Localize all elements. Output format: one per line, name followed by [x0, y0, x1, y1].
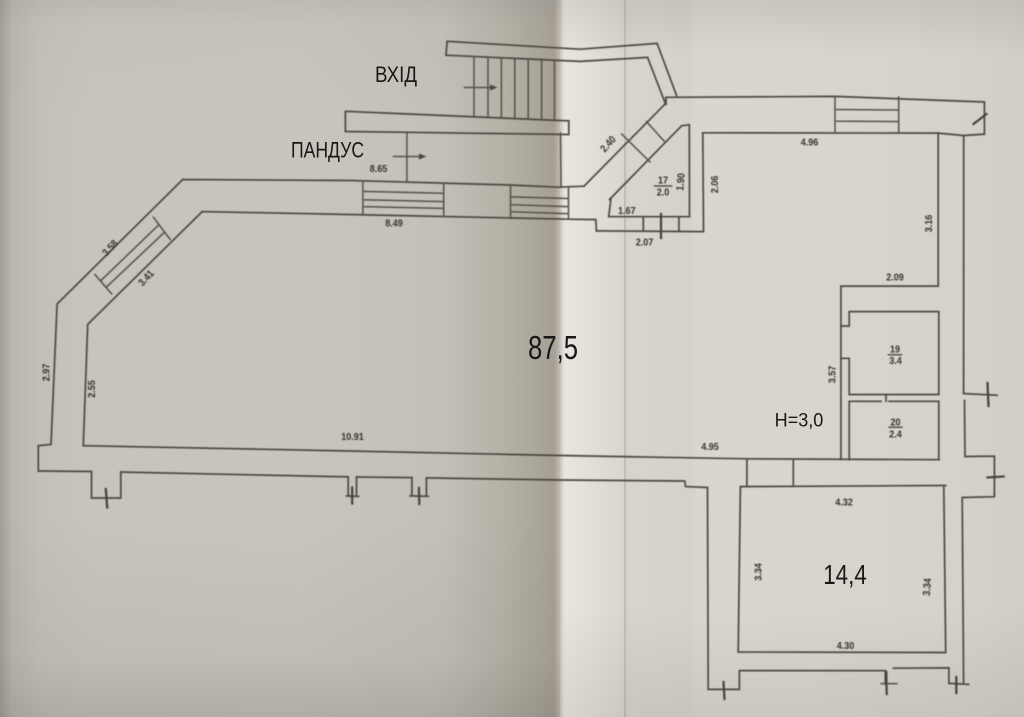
svg-text:3.34: 3.34: [753, 563, 765, 581]
svg-text:3.4: 3.4: [889, 355, 902, 367]
svg-text:4.95: 4.95: [701, 441, 719, 453]
svg-text:ВХІД: ВХІД: [375, 64, 417, 88]
svg-text:17: 17: [658, 175, 669, 187]
svg-text:1.67: 1.67: [618, 205, 636, 217]
svg-text:8.65: 8.65: [370, 163, 388, 175]
svg-text:87,5: 87,5: [528, 330, 578, 367]
svg-text:3.16: 3.16: [923, 214, 935, 232]
svg-text:19: 19: [890, 344, 901, 356]
svg-text:8.49: 8.49: [385, 218, 403, 230]
svg-text:10.91: 10.91: [341, 431, 364, 443]
svg-text:2.07: 2.07: [636, 237, 654, 249]
svg-text:ПАНДУС: ПАНДУС: [291, 139, 364, 163]
svg-text:2.0: 2.0: [657, 187, 670, 199]
svg-text:4.32: 4.32: [835, 497, 853, 509]
svg-text:3.34: 3.34: [921, 577, 934, 596]
svg-text:2.06: 2.06: [709, 175, 721, 193]
svg-text:2.09: 2.09: [886, 272, 904, 284]
svg-text:3.57: 3.57: [827, 365, 839, 383]
svg-text:2.55: 2.55: [86, 380, 98, 398]
svg-text:Н=3,0: Н=3,0: [775, 409, 824, 431]
svg-text:20: 20: [890, 417, 901, 429]
svg-text:1.90: 1.90: [675, 172, 688, 191]
svg-text:2.97: 2.97: [41, 363, 53, 381]
svg-text:4.30: 4.30: [837, 640, 855, 652]
svg-text:4.96: 4.96: [801, 137, 819, 149]
svg-text:2.4: 2.4: [889, 429, 902, 441]
svg-text:14,4: 14,4: [823, 560, 867, 591]
